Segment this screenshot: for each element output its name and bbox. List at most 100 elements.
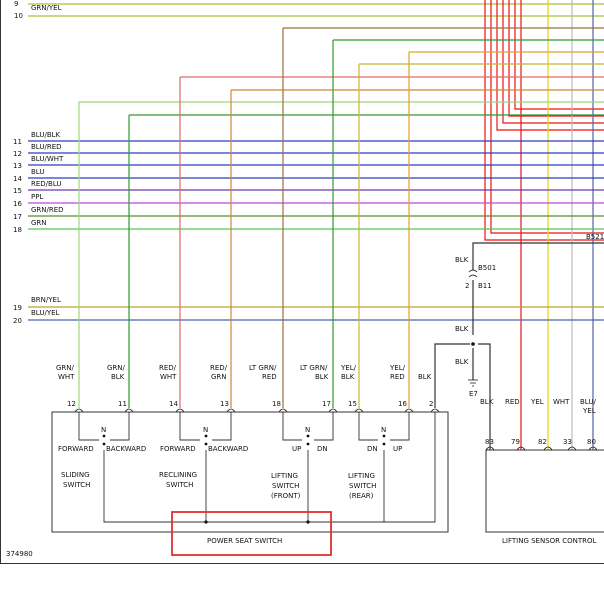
label-blk-ground-2: BLK: [455, 325, 469, 333]
bus-num-18: 18: [13, 226, 22, 234]
switch-pins: 12 11 14 13 18 17 15 16 2: [67, 400, 440, 413]
bus-num-15: 15: [13, 187, 22, 195]
wire-label-yel-blk-2: BLK: [341, 373, 355, 381]
switch-internal-wiring: [78, 412, 436, 523]
drop-blk: [434, 343, 470, 408]
bus-num-11: 11: [13, 138, 22, 146]
lift-rear-dn: DN: [367, 445, 378, 453]
reclining-name-1: RECLINING: [159, 471, 197, 479]
contact-letter-2: N: [203, 426, 208, 434]
bus-num-16: 16: [13, 200, 22, 208]
wire-label-yel-red-1: YEL/: [389, 364, 406, 372]
contact-letter-1: N: [101, 426, 106, 434]
sensor-pin-33: 33: [563, 438, 572, 446]
wire-label-lt-grn-red-1: LT GRN/: [249, 364, 277, 372]
wire-label-red-grn-1: RED/: [210, 364, 228, 372]
figure-id: 374980: [6, 550, 33, 558]
sensor-housing: [485, 449, 604, 533]
bus-label-1: BLU/RED: [31, 143, 62, 151]
lift-front-up: UP: [292, 445, 301, 453]
wire-red-stair-3: [496, 0, 604, 131]
top-wire-rows: 9 GRN/YEL 10: [14, 0, 604, 20]
wire-label-blk: BLK: [418, 373, 432, 381]
sensor-pin-79: 79: [511, 438, 520, 446]
lift-rear-name-3: (REAR): [349, 492, 374, 500]
bus-num-17: 17: [13, 213, 22, 221]
lower-num-20: 20: [13, 317, 22, 325]
sensor-wire-blk: BLK: [480, 398, 494, 406]
switch-contacts: [102, 434, 386, 524]
wire-label-red-wht-1: RED/: [159, 364, 177, 372]
ground-path: BLK B501 2 B11 BLK BLK E7 B521: [455, 233, 604, 450]
pin-15: 15: [348, 400, 357, 408]
label-b501: B501: [478, 264, 496, 272]
wire-label-yel-blk-1: YEL/: [340, 364, 357, 372]
pin-2: 2: [429, 400, 433, 408]
wire-label-grn-wht-2: WHT: [58, 373, 75, 381]
label-blk-ground-1: BLK: [455, 256, 469, 264]
bus-num-12: 12: [13, 150, 22, 158]
wire-label-yel-red-2: RED: [390, 373, 405, 381]
wire-label-grn-blk-2: BLK: [111, 373, 125, 381]
wire-red-stair-6: [514, 0, 604, 110]
sensor-wire-blu-yel-1: BLU/: [580, 398, 596, 406]
sensor-wire-wht: WHT: [553, 398, 570, 406]
sensor-wire-yel: YEL: [530, 398, 544, 406]
sliding-backward: BACKWARD: [106, 445, 146, 453]
wire-red-stair-1: [484, 0, 604, 241]
sensor-pin-80: 80: [587, 438, 596, 446]
sensor-pin-arcs: [485, 446, 598, 451]
switch-wire-labels: GRN/ WHT GRN/ BLK RED/ WHT RED/ GRN LT G…: [56, 364, 432, 381]
lift-front-name-2: SWITCH: [272, 482, 299, 490]
sensor-pin-83: 83: [485, 438, 494, 446]
lift-front-name-1: LIFTING: [271, 472, 298, 480]
sliding-name-2: SWITCH: [63, 481, 90, 489]
wire-label-grn-wht-1: GRN/: [56, 364, 75, 372]
wire-red-stair-4: [502, 0, 604, 124]
bus-label-2: BLU/WHT: [31, 155, 64, 163]
label-blk-ground-3: BLK: [455, 358, 469, 366]
bus-label-4: RED/BLU: [31, 180, 62, 188]
lower-label-0: BRN/YEL: [31, 296, 61, 304]
reclining-forward: FORWARD: [160, 445, 196, 453]
switch-drops: [78, 28, 470, 408]
reclining-backward: BACKWARD: [208, 445, 248, 453]
wire-red-stair-2: [490, 0, 604, 234]
lower-label-1: BLU/YEL: [31, 309, 60, 317]
pin-16: 16: [398, 400, 407, 408]
power-seat-switch-title: POWER SEAT SWITCH: [207, 537, 282, 545]
bus-label-6: GRN/RED: [31, 206, 64, 214]
wire-label-grn-blk-1: GRN/: [107, 364, 126, 372]
label-b521: B521: [586, 233, 604, 241]
wire-label-red-grn-2: GRN: [211, 373, 227, 381]
pin-14: 14: [169, 400, 178, 408]
pin-17: 17: [322, 400, 331, 408]
switch-housing: [51, 411, 449, 533]
sliding-name-1: SLIDING: [61, 471, 90, 479]
wire-label-red-wht-2: WHT: [160, 373, 177, 381]
wire-red-stair-5: [508, 0, 604, 117]
wire-blk-ground-top: [472, 242, 604, 270]
sliding-forward: FORWARD: [58, 445, 94, 453]
label-e7: E7: [469, 390, 478, 398]
label-b11: B11: [478, 282, 492, 290]
contact-letter-3: N: [305, 426, 310, 434]
pin-11: 11: [118, 400, 127, 408]
lift-rear-name-1: LIFTING: [348, 472, 375, 480]
power-seat-switch: N N N N FORWARD BACKWARD SLIDING SWITCH …: [51, 411, 449, 556]
page-border: [0, 0, 604, 564]
highlight-box: [171, 511, 332, 556]
row-label-grn-yel: GRN/YEL: [31, 4, 62, 12]
bus-label-5: PPL: [31, 193, 43, 201]
ground-symbol: [468, 379, 478, 387]
lifting-sensor-control: BLK RED YEL WHT BLU/ YEL 83 79 82 33 80 …: [480, 398, 604, 545]
bus-label-0: BLU/BLK: [31, 131, 61, 139]
row-num-9: 9: [14, 0, 18, 8]
bus-num-13: 13: [13, 162, 22, 170]
connector-b501-mark: [468, 269, 478, 278]
reclining-name-2: SWITCH: [166, 481, 193, 489]
contact-letter-4: N: [381, 426, 386, 434]
lift-rear-up: UP: [393, 445, 402, 453]
bus-wire-rows: BLU/BLK 11 BLU/RED 12 BLU/WHT 13 BLU 14 …: [13, 131, 604, 234]
